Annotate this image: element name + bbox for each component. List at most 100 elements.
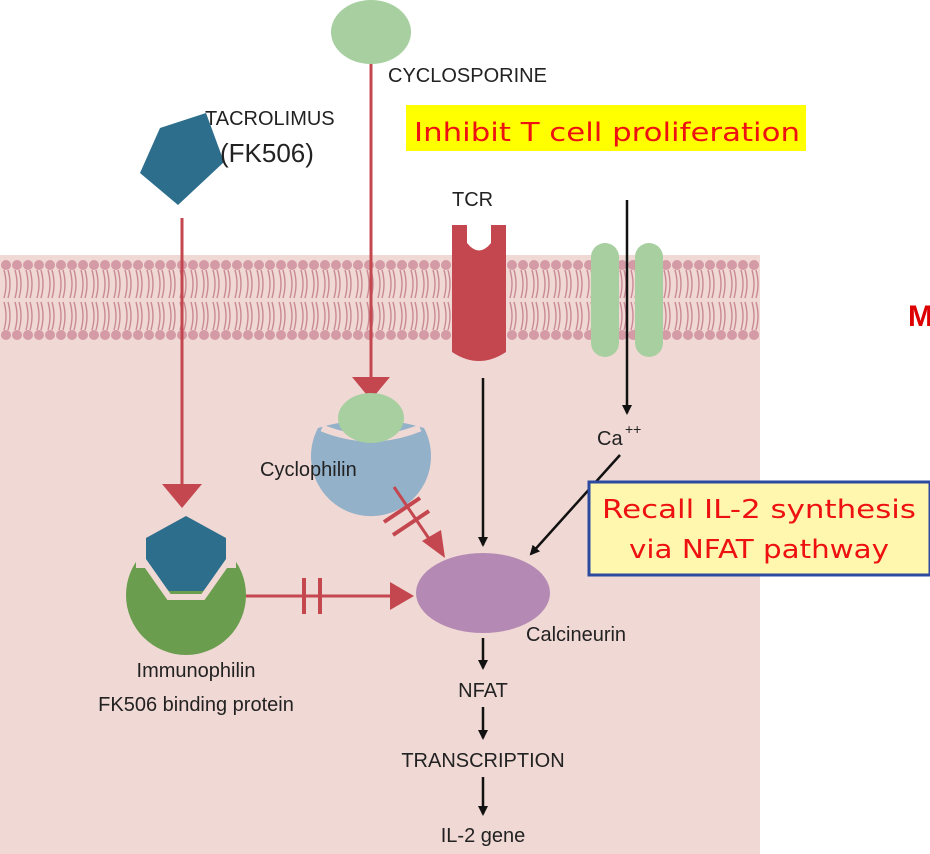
immunophilin-label: Immunophilin (137, 660, 256, 682)
lipid-tail (509, 301, 517, 331)
lipid-head (67, 330, 77, 340)
lipid-tail (267, 269, 275, 299)
lipid-tail (542, 269, 550, 299)
lipid-tail (25, 301, 33, 331)
lipid-tail (300, 301, 308, 331)
lipid-tail (718, 301, 726, 331)
lipid-tail (135, 269, 143, 299)
lipid-tail (399, 269, 407, 299)
lipid-tail (531, 301, 539, 331)
fkbp-label: FK506 binding protein (98, 694, 294, 716)
lipid-head (276, 260, 286, 270)
lipid-tail (124, 301, 132, 331)
immunophilin-inhibition-arrowhead (390, 582, 414, 610)
lipid-tail (14, 301, 22, 331)
lipid-head (166, 260, 176, 270)
lipid-tail (509, 269, 517, 299)
lipid-head (287, 260, 297, 270)
lipid-head (23, 260, 33, 270)
lipid-tail (707, 301, 715, 331)
lipid-head (34, 330, 44, 340)
lipid-tail (69, 301, 77, 331)
lipid-tail (685, 301, 693, 331)
lipid-tail (729, 269, 737, 299)
lipid-head (210, 330, 220, 340)
lipid-head (419, 330, 429, 340)
calcium-to-calcineurin-arrow (529, 454, 621, 556)
lipid-tail (278, 269, 286, 299)
lipid-head (551, 330, 561, 340)
lipid-head (342, 330, 352, 340)
lipid-tail (685, 269, 693, 299)
lipid-head (1, 330, 11, 340)
lipid-tail (377, 301, 385, 331)
cyclophilin-protein (311, 420, 432, 517)
lipid-head (661, 330, 671, 340)
lipid-tail (234, 269, 242, 299)
lipid-head (45, 260, 55, 270)
lipid-head (518, 330, 528, 340)
nfat-label: NFAT (458, 680, 508, 702)
lipid-head (56, 260, 66, 270)
lipid-tail (157, 269, 165, 299)
lipid-tail (718, 269, 726, 299)
il2-gene-label: IL-2 gene (441, 825, 526, 847)
lipid-tail (201, 301, 209, 331)
lipid-tail (245, 269, 253, 299)
lipid-tail (113, 301, 121, 331)
lipid-head (749, 260, 759, 270)
lipid-head (419, 260, 429, 270)
lipid-head (133, 260, 143, 270)
lipid-head (705, 330, 715, 340)
lipid-tail (223, 269, 231, 299)
lipid-head (694, 260, 704, 270)
lipid-head (144, 260, 154, 270)
lipid-tail (234, 301, 242, 331)
lipid-head (716, 260, 726, 270)
lipid-tail (91, 301, 99, 331)
lipid-head (243, 260, 253, 270)
lipid-head (562, 260, 572, 270)
lipid-tail (157, 301, 165, 331)
tcr-receptor (452, 225, 506, 361)
calcium-channel-left (591, 243, 619, 357)
lipid-head (265, 330, 275, 340)
lipid-head (661, 260, 671, 270)
lipid-head (683, 260, 693, 270)
lipid-tail (432, 301, 440, 331)
lipid-tail (410, 269, 418, 299)
cyclosporine-label: CYCLOSPORINE (388, 65, 547, 87)
lipid-head (276, 330, 286, 340)
lipid-head (716, 330, 726, 340)
lipid-head (540, 260, 550, 270)
lipid-tail (212, 269, 220, 299)
lipid-head (232, 260, 242, 270)
lipid-tail (542, 301, 550, 331)
lipid-head (386, 260, 396, 270)
lipid-head (683, 330, 693, 340)
lipid-tail (267, 301, 275, 331)
transcription-label: TRANSCRIPTION (401, 750, 564, 772)
cyclophilin-bar-2 (391, 509, 431, 537)
lipid-tail (740, 301, 748, 331)
lipid-tail (432, 269, 440, 299)
lipid-head (617, 260, 627, 270)
cyclophilin-label: Cyclophilin (260, 459, 357, 481)
recall-line-1: Recall IL-2 synthesis (602, 495, 916, 525)
lipid-tail (674, 301, 682, 331)
lipid-head (100, 260, 110, 270)
inhibit-annotation: Inhibit T cell proliferation (414, 118, 800, 148)
lipid-head (507, 260, 517, 270)
fk506-label: (FK506) (220, 138, 314, 168)
lipid-head (617, 330, 627, 340)
lipid-head (551, 260, 561, 270)
tcr-label: TCR (452, 189, 493, 211)
lipid-head (540, 330, 550, 340)
lipid-tail (256, 301, 264, 331)
lipid-tail (135, 301, 143, 331)
lipid-tail (58, 269, 66, 299)
lipid-head (397, 260, 407, 270)
lipid-tail (3, 269, 11, 299)
calcium-label: Ca (597, 428, 623, 450)
lipid-tail (36, 269, 44, 299)
